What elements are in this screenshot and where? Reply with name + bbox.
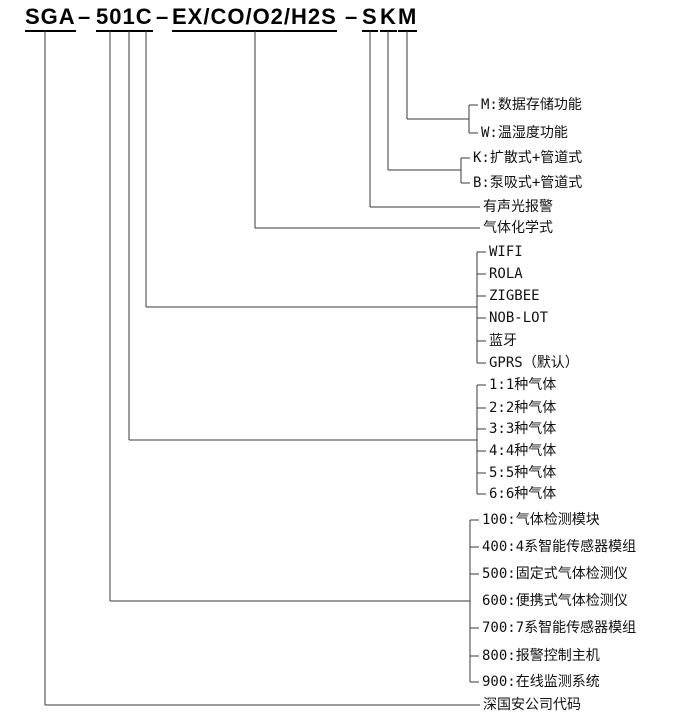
legend-label-gascount-4: 4:4种气体	[489, 443, 557, 459]
code-segment-gases: EX/CO/O2/H2S	[172, 5, 337, 32]
legend-label-gascount-1: 1:1种气体	[489, 377, 557, 393]
legend-label-comm-gprs: GPRS（默认）	[489, 355, 579, 371]
dash-separator: –	[345, 4, 359, 29]
legend-label-company: 深国安公司代码	[483, 697, 581, 713]
legend-label-series-700: 700:7系智能传感器模组	[482, 620, 637, 636]
legend-label-sampling-b: B:泵吸式+管道式	[473, 175, 583, 191]
dash-separator: –	[78, 4, 92, 29]
legend-label-comm-zigbee: ZIGBEE	[489, 288, 540, 304]
dash-separator: –	[156, 4, 170, 29]
legend-label-gascount-2: 2:2种气体	[489, 400, 557, 416]
code-segment-model: 501C	[96, 5, 153, 32]
legend-label-gascount-3: 3:3种气体	[489, 421, 557, 437]
legend-label-sampling-k: K:扩散式+管道式	[473, 150, 583, 166]
legend-label-series-500: 500:固定式气体检测仪	[482, 566, 628, 582]
legend-label-comm-rola: ROLA	[489, 266, 523, 282]
legend-label-gascount-6: 6:6种气体	[489, 486, 557, 502]
legend-label-series-600: 600:便携式气体检测仪	[482, 593, 628, 609]
legend-label-series-900: 900:在线监测系统	[482, 674, 600, 690]
legend-label-series-400: 400:4系智能传感器模组	[482, 539, 637, 555]
legend-label-comm-bt: 蓝牙	[489, 333, 517, 349]
legend-label-gas-formula: 气体化学式	[483, 220, 553, 236]
legend-label-alarm: 有声光报警	[483, 199, 553, 215]
legend-label-storage-w: W:温湿度功能	[481, 125, 568, 141]
legend-label-series-800: 800:报警控制主机	[482, 648, 600, 664]
legend-label-gascount-5: 5:5种气体	[489, 465, 557, 481]
legend-label-comm-noblot: NOB-LOT	[489, 310, 549, 326]
code-letter-m: M	[398, 5, 418, 32]
code-segment-company: SGA	[25, 5, 76, 32]
legend-label-comm-wifi: WIFI	[489, 244, 523, 260]
legend-label-series-100: 100:气体检测模块	[482, 512, 600, 528]
legend-label-storage-m: M:数据存储功能	[481, 97, 582, 113]
